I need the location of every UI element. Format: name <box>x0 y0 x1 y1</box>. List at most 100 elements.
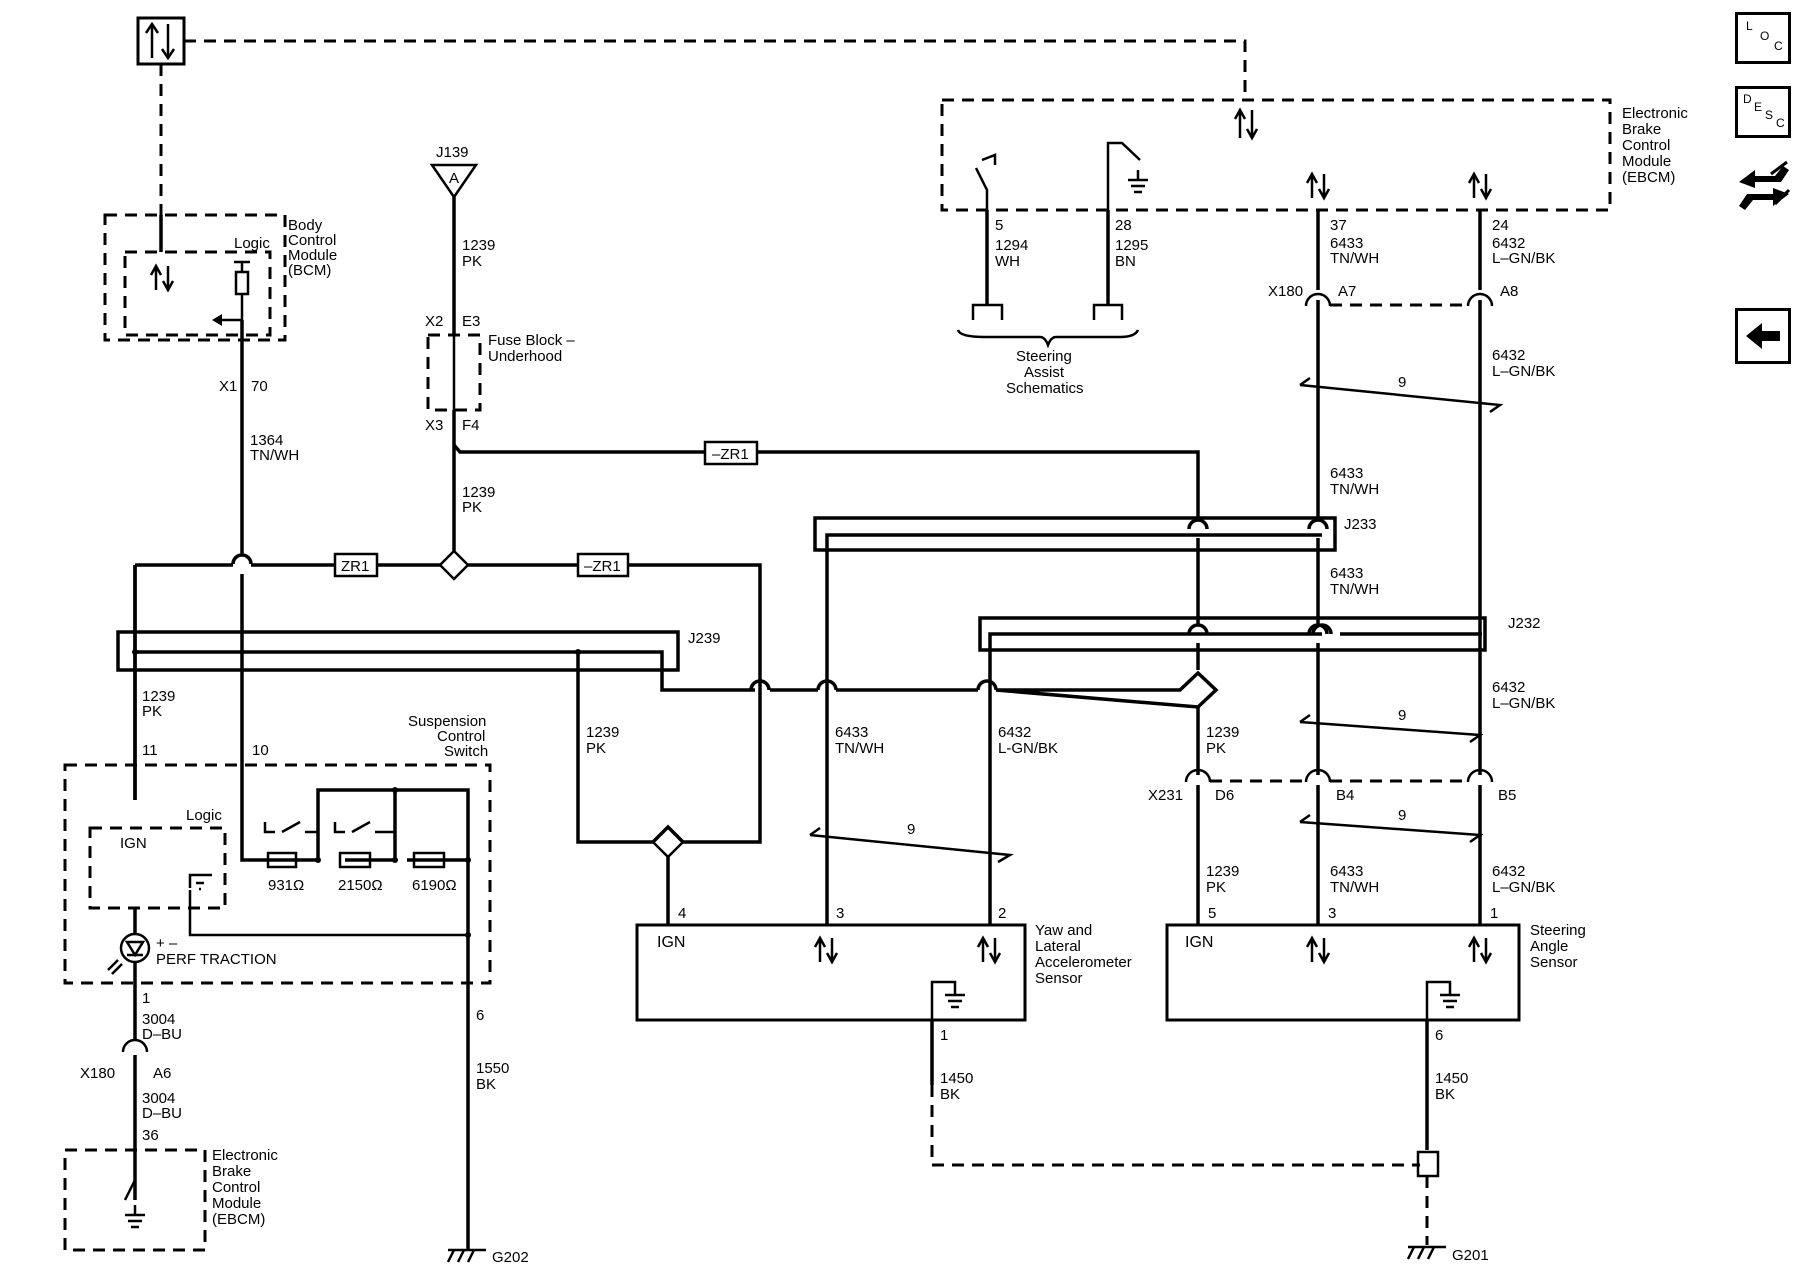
bcm-serial-icon <box>149 263 175 293</box>
sas-ground-icon <box>1425 980 1460 1020</box>
led-polarity: + – <box>156 935 178 952</box>
x231-connector: X231 D6 B4 B5 <box>1148 768 1516 804</box>
x180-bottom-name: X180 <box>80 1065 115 1082</box>
desc-icon-e: E <box>1754 100 1763 114</box>
serial-data-symbol[interactable] <box>136 16 186 66</box>
bcm-module: Body Control Module (BCM) Logic X1 70 <box>103 213 337 395</box>
fuse-zr1-label: ZR1 <box>341 558 369 575</box>
switch-title-3: Switch <box>444 743 488 760</box>
wire-1239-b-color: PK <box>462 499 482 516</box>
wire-1239-right-num: 1239 <box>1206 724 1239 741</box>
wire-3004-b-color: D–BU <box>142 1105 182 1122</box>
wire-1239-sas-color: PK <box>1206 879 1226 896</box>
switch-logic: Logic <box>186 807 222 824</box>
wire-1364-color: TN/WH <box>250 447 299 464</box>
twist-label-top: 9 <box>1398 374 1406 391</box>
sas-title-3: Sensor <box>1530 954 1578 971</box>
switch-title-1: Suspension <box>408 713 486 730</box>
ebcm-top-title-5: (EBCM) <box>1622 169 1675 186</box>
bcm-title-2: Control <box>288 232 336 249</box>
steering-assist-title-3: Schematics <box>1006 380 1084 397</box>
perf-traction-led-icon <box>107 932 151 975</box>
x180-bottom-a6: A6 <box>153 1065 171 1082</box>
connector-icon-button[interactable] <box>1735 152 1793 224</box>
steering-assist-title-1: Steering <box>1016 348 1072 365</box>
bcm-title-4: (BCM) <box>288 262 331 279</box>
yaw-ground-icon <box>930 980 965 1020</box>
twist-mid <box>1299 713 1484 744</box>
steering-angle-sensor: IGN 5 3 1 6 Steering Angle Sensor <box>1165 905 1586 1044</box>
x231-b4: B4 <box>1336 787 1354 804</box>
ground-g202-icon: G202 <box>446 1248 529 1266</box>
wire-6432-yaw-color: L-GN/BK <box>998 740 1058 757</box>
fuse-out-conn: X3 <box>425 417 443 434</box>
wire-1239-a-color: PK <box>462 253 482 270</box>
wire-6433-top-num: 6433 <box>1330 235 1363 252</box>
wire-1450-yaw-num: 1450 <box>940 1070 973 1087</box>
fuse-block-underhood: Fuse Block – Underhood X2 E3 X3 F4 <box>425 313 575 434</box>
fuse-in-pin: E3 <box>462 313 480 330</box>
ebcm-bottom-title-3: Control <box>212 1179 260 1196</box>
wire-6432-yaw-num: 6432 <box>998 724 1031 741</box>
twist-label-low: 9 <box>1398 807 1406 824</box>
sas-pin-6: 6 <box>1435 1027 1443 1044</box>
splice-main <box>438 549 470 581</box>
wire-1294-num: 1294 <box>995 237 1028 254</box>
j239-junction: J239 <box>116 630 1219 709</box>
wire-6432-sas-num: 6432 <box>1492 863 1525 880</box>
wire-1239-mid-color: PK <box>586 740 606 757</box>
wire-6433-sas-num: 6433 <box>1330 863 1363 880</box>
fuse-not-zr1-mid: –ZR1 <box>576 552 630 578</box>
yaw-title-4: Sensor <box>1035 970 1083 987</box>
wire-1239-left-num: 1239 <box>142 688 175 705</box>
wire-6432-sas-color: L–GN/BK <box>1492 879 1555 896</box>
fuse-block-title-2: Underhood <box>488 348 562 365</box>
connector-icon <box>1739 160 1791 210</box>
wire-6433-b-color: TN/WH <box>1330 581 1379 598</box>
ground-g201-label: G201 <box>1452 1247 1489 1264</box>
fuse-zr1: ZR1 <box>333 552 379 578</box>
bcm-title-1: Body <box>288 217 323 234</box>
ebcm-pin-24: 24 <box>1492 217 1509 234</box>
yaw-title-2: Lateral <box>1035 938 1081 955</box>
switch-pin-11: 11 <box>142 742 158 759</box>
desc-button[interactable]: D E S C <box>1735 86 1791 138</box>
wire-6432-top-num: 6432 <box>1492 235 1525 252</box>
wire-1239-left-color: PK <box>142 703 162 720</box>
switch-pin-1: 1 <box>142 990 150 1007</box>
wire-6432-a-color: L–GN/BK <box>1492 363 1555 380</box>
j232-junction: J232 <box>978 615 1541 925</box>
x180-top-name: X180 <box>1268 283 1303 300</box>
fuse-not-zr1-top-label: –ZR1 <box>712 446 749 463</box>
wire-1550-color: BK <box>476 1076 496 1093</box>
sas-serial-icon-a <box>1305 935 1331 965</box>
wire-1450-sas-color: BK <box>1435 1086 1455 1103</box>
resistor-2150-label: 2150Ω <box>338 877 383 894</box>
ebcm-bottom-title-1: Electronic <box>212 1147 278 1164</box>
ebcm-bottom-pin: 36 <box>142 1127 159 1144</box>
fuse-out-pin: F4 <box>462 417 480 434</box>
wire-6433-top-color: TN/WH <box>1330 250 1379 267</box>
back-button[interactable] <box>1735 308 1791 364</box>
x180-top-a7: A7 <box>1338 283 1356 300</box>
x180-top-connector: X180 A7 A8 <box>1268 283 1518 307</box>
loc-button[interactable]: L O C <box>1735 12 1791 64</box>
resistor-2150 <box>338 851 372 869</box>
resistor-931-label: 931Ω <box>268 877 304 894</box>
x180-top-a8: A8 <box>1500 283 1518 300</box>
wire-6433-b-num: 6433 <box>1330 565 1363 582</box>
wire-1364 <box>240 320 270 862</box>
j233-label: J233 <box>1344 516 1377 533</box>
yaw-title-3: Accelerometer <box>1035 954 1132 971</box>
wire-1295-num: 1295 <box>1115 237 1148 254</box>
yaw-serial-icon-b <box>976 935 1002 965</box>
x180-bottom-connector <box>121 1038 149 1053</box>
wire-1239-right-color: PK <box>1206 740 1226 757</box>
wire-1239-sas-num: 1239 <box>1206 863 1239 880</box>
j139-label: J139 <box>436 144 469 161</box>
switch-title-2: Control <box>437 728 485 745</box>
yaw-pin-3: 3 <box>836 905 844 922</box>
ebcm-switch-icon <box>974 153 997 210</box>
sas-pin-1: 1 <box>1490 905 1498 922</box>
wire-1450-yaw-color: BK <box>940 1086 960 1103</box>
